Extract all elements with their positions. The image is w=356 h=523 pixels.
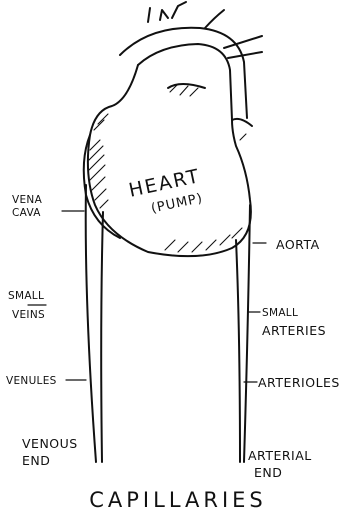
small-arteries-label-line1: SMALL	[262, 307, 298, 319]
arterial-end-label-line1: ARTERIAL	[248, 448, 312, 463]
heart-label-group: HEART (PUMP)	[127, 165, 207, 220]
vena-cava-label-line2: CAVA	[12, 207, 41, 219]
aorta-label: AORTA	[276, 237, 320, 252]
small-veins-label-line1: SMALL	[8, 290, 44, 302]
great-vessels	[120, 2, 262, 120]
capillaries-title: CAPILLARIES	[89, 488, 267, 512]
arterial-end-label-line2: END	[254, 465, 282, 480]
vena-cava-label-line1: VENA	[12, 194, 43, 206]
venous-end-label-line1: VENOUS	[22, 436, 78, 451]
heart-shape	[84, 65, 252, 256]
small-veins-label-line2: VEINS	[12, 309, 45, 321]
leader-lines	[28, 211, 266, 382]
vein-tubes	[86, 185, 103, 462]
venules-label: VENULES	[6, 375, 57, 387]
heart-shading	[89, 84, 246, 252]
small-arteries-label-line2: ARTERIES	[262, 323, 326, 338]
arterioles-label: ARTERIOLES	[258, 375, 340, 390]
venous-end-label-line2: END	[22, 453, 50, 468]
